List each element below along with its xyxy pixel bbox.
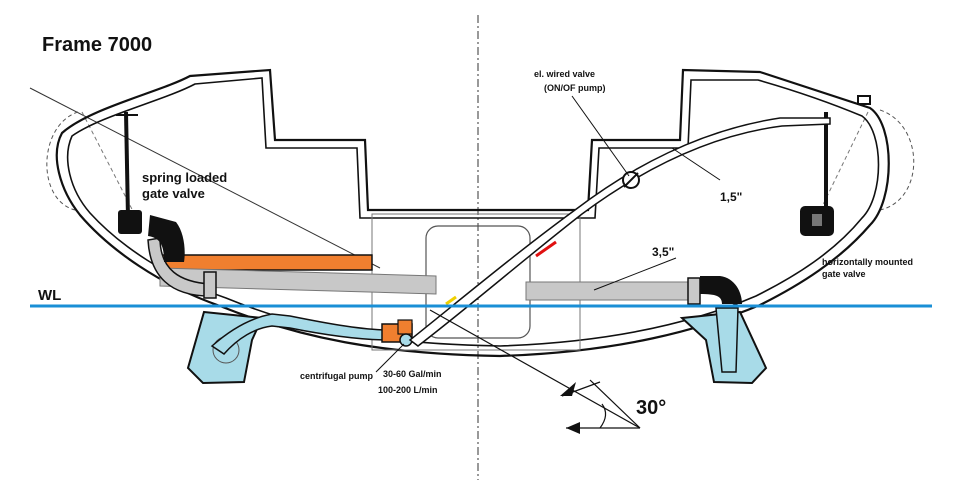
hull-outer — [55, 68, 890, 358]
hose-red-mark — [535, 240, 557, 258]
heel-arrowhead-1 — [566, 422, 580, 434]
dashed-line-right — [817, 111, 869, 216]
label-horiz-valve-line2: gate valve — [822, 269, 866, 279]
dashed-line-left — [81, 111, 136, 216]
elbow-right-black — [700, 276, 742, 304]
dashed-arc-left — [46, 111, 79, 211]
label-flow-gal: 30-60 Gal/min — [383, 369, 442, 379]
el-wired-valve-cross — [623, 172, 639, 188]
leader-1-5 — [671, 147, 721, 181]
pipe-grey-flange-right — [687, 277, 701, 305]
heel-line — [429, 309, 641, 429]
label-el-valve-line1: el. wired valve — [534, 69, 596, 79]
heel-angle-arc — [599, 403, 607, 429]
gate-valve-left-elbow — [148, 215, 185, 262]
pipe-grey-left — [159, 267, 437, 295]
rod-right-cap — [857, 95, 871, 105]
label-spring-valve-line1: spring loaded — [142, 170, 228, 185]
label-waterline: WL — [38, 287, 62, 304]
label-horiz-valve-line1: horizontally mounted — [822, 257, 913, 267]
label-flow-l: 100-200 L/min — [378, 385, 438, 395]
heel-diag-arrow-2 — [561, 381, 601, 397]
label-pipe-1-5: 1,5" — [720, 190, 743, 204]
pipe-grey-flange-left — [203, 271, 217, 299]
leader-line-left — [29, 87, 381, 269]
label-spring-valve-line2: gate valve — [142, 186, 205, 201]
rod-left — [124, 111, 130, 219]
page-title: Frame 7000 — [42, 34, 153, 56]
label-heel-angle: 30° — [636, 397, 667, 419]
label-pump: centrifugal pump — [300, 371, 374, 381]
right-float-pipe — [715, 307, 739, 373]
leader-pump — [375, 343, 405, 373]
pipe-orange — [159, 254, 373, 271]
label-pipe-3-5: 3,5" — [652, 245, 675, 259]
gate-valve-left-body — [118, 210, 142, 234]
heel-diag-arrow — [589, 379, 641, 429]
leader-el-valve — [571, 95, 630, 177]
leader-3-5 — [593, 257, 677, 291]
hose-yellow-mark — [445, 295, 457, 306]
pump-top — [397, 319, 413, 335]
dashed-arc-right — [879, 109, 915, 211]
label-el-valve-line2: (ON/OF pump) — [544, 83, 606, 93]
gate-valve-right-detail — [812, 214, 822, 226]
hose-diagonal-1-5 — [408, 117, 831, 347]
